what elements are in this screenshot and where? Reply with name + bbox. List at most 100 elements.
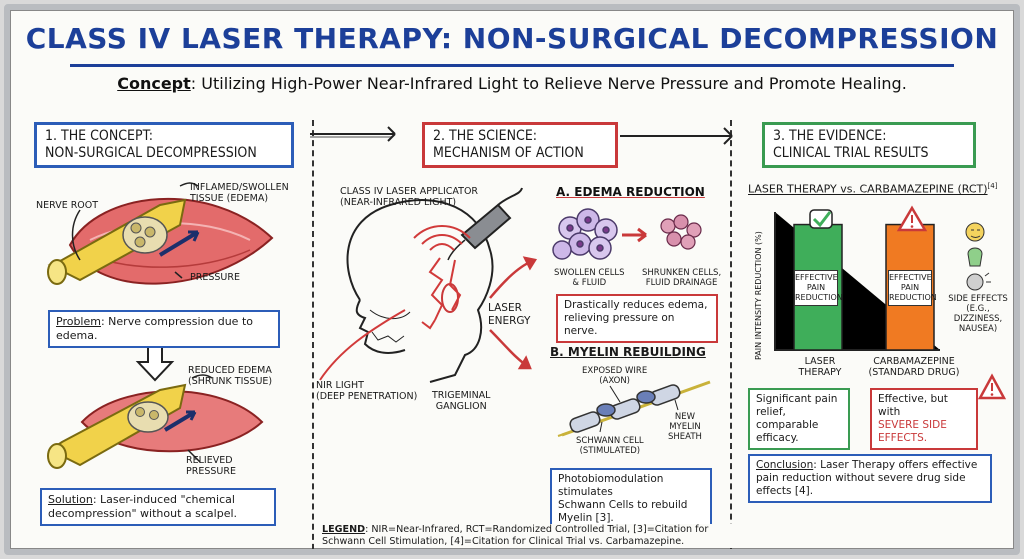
legend-line1: : NIR=Near-Infrared, RCT=Randomized Cont… bbox=[365, 524, 709, 535]
edema-box: Drastically reduces edema, relieving pre… bbox=[556, 294, 718, 343]
shrink-arrow bbox=[622, 227, 647, 243]
myelin-box-line2: Schwann Cells to rebuild bbox=[558, 499, 688, 511]
label-relieved-pressure: RELIEVED PRESSURE bbox=[186, 455, 236, 477]
label-trigeminal-line2: GANGLION bbox=[435, 401, 487, 412]
legend: LEGEND: NIR=Near-Infrared, RCT=Randomize… bbox=[322, 524, 732, 548]
problem-box: Problem: Nerve compression due to edema. bbox=[48, 310, 280, 348]
panel2-heading-line2: MECHANISM OF ACTION bbox=[433, 145, 584, 161]
side-effect-nausea-icon bbox=[967, 247, 983, 267]
label-nir-line1: NIR LIGHT bbox=[316, 380, 364, 391]
conclusion-box: Conclusion: Laser Therapy offers effecti… bbox=[748, 454, 992, 503]
panel3-heading: 3. THE EVIDENCE: CLINICAL TRIAL RESULTS bbox=[762, 122, 976, 168]
conclusion-line2: pain reduction without severe drug side bbox=[756, 472, 966, 484]
label-inflamed-line1: INFLAMED/SWOLLEN bbox=[190, 182, 289, 193]
laser-box-line3: efficacy. bbox=[756, 432, 799, 444]
myelin-box: Photobiomodulation stimulates Schwann Ce… bbox=[550, 468, 712, 530]
title-underline bbox=[70, 64, 954, 67]
solution-label: Solution bbox=[48, 493, 93, 506]
concept-label: Concept bbox=[117, 74, 191, 93]
myelin-box-line1: Photobiomodulation stimulates bbox=[558, 473, 664, 498]
carb-box-line2: SEVERE SIDE bbox=[878, 419, 947, 431]
chart-ylabel: PAIN INTENSITY REDUCTION (%) bbox=[754, 231, 763, 360]
label-relieved-line2: PRESSURE bbox=[186, 466, 236, 477]
category-carb-line1: CARBAMAZEPINE bbox=[873, 356, 955, 367]
shrunken-cells-illustration bbox=[660, 214, 702, 250]
label-new-myelin: NEW MYELIN SHEATH bbox=[668, 412, 702, 442]
divider-1 bbox=[312, 120, 314, 549]
label-new-myelin-line2: MYELIN bbox=[669, 422, 701, 432]
label-exposed-line1: EXPOSED WIRE bbox=[582, 366, 648, 376]
label-side-effects-line2: (E.G., DIZZINESS, bbox=[953, 304, 1003, 324]
page-title: CLASS IV LASER THERAPY: NON-SURGICAL DEC… bbox=[25, 22, 999, 55]
arrow-panel2-to-3 bbox=[620, 127, 733, 145]
label-applicator: CLASS IV LASER APPLICATOR (NEAR-INFRARED… bbox=[340, 186, 478, 208]
divider-2 bbox=[730, 120, 732, 549]
problem-label: Problem bbox=[56, 315, 101, 328]
category-laser: LASER THERAPY bbox=[794, 356, 846, 378]
label-shrunken-line2: FLUID DRAINAGE bbox=[645, 278, 718, 288]
label-side-effects: SIDE EFFECTS (E.G., DIZZINESS, NAUSEA) bbox=[946, 294, 1010, 334]
edema-box-line1: Drastically reduces edema, bbox=[564, 299, 708, 311]
bar-label-carb-line2: PAIN bbox=[900, 283, 920, 292]
laser-energy-arrows bbox=[489, 256, 538, 370]
check-icon bbox=[809, 209, 833, 229]
label-exposed-line2: (AXON) bbox=[599, 376, 630, 386]
label-exposed-wire: EXPOSED WIRE (AXON) bbox=[582, 366, 647, 386]
label-pressure: PRESSURE bbox=[190, 272, 240, 283]
arrow-panel1-to-2 bbox=[310, 126, 396, 142]
label-nir-light: NIR LIGHT (DEEP PENETRATION) bbox=[316, 380, 417, 402]
panel3-heading-line2: CLINICAL TRIAL RESULTS bbox=[773, 145, 929, 161]
label-new-myelin-line3: SHEATH bbox=[668, 432, 702, 442]
carb-box-line3: EFFECTS. bbox=[878, 432, 928, 444]
chart-title-text: LASER THERAPY vs. CARBAMAZEPINE (RCT) bbox=[748, 182, 988, 196]
panel1-heading: 1. THE CONCEPT: NON-SURGICAL DECOMPRESSI… bbox=[34, 122, 294, 168]
label-inflamed-line2: TISSUE (EDEMA) bbox=[190, 193, 269, 204]
label-reduced-line1: REDUCED EDEMA bbox=[188, 365, 272, 376]
panel2-heading: 2. THE SCIENCE: MECHANISM OF ACTION bbox=[422, 122, 618, 168]
label-applicator-line1: CLASS IV LASER APPLICATOR bbox=[340, 186, 479, 197]
warning-icon-carb-box bbox=[977, 373, 1007, 400]
solution-line1: : Laser-induced "chemical bbox=[92, 493, 235, 506]
laser-result-box: Significant pain relief, comparable effi… bbox=[748, 388, 850, 450]
category-laser-line1: LASER bbox=[804, 356, 836, 367]
label-swollen-line1: SWOLLEN CELLS bbox=[554, 268, 625, 278]
label-trigeminal: TRIGEMINAL GANGLION bbox=[432, 390, 490, 412]
label-trigeminal-line1: TRIGEMINAL bbox=[432, 390, 491, 401]
label-shrunken: SHRUNKEN CELLS, FLUID DRAINAGE bbox=[642, 268, 721, 288]
label-laser-energy-line2: ENERGY bbox=[488, 315, 531, 327]
label-laser-energy: LASER ENERGY bbox=[488, 302, 530, 328]
label-swollen: SWOLLEN CELLS & FLUID bbox=[554, 268, 625, 288]
category-carb: CARBAMAZEPINE (STANDARD DRUG) bbox=[866, 356, 962, 378]
label-schwann-line2: (STIMULATED) bbox=[579, 446, 641, 456]
laser-box-line1: Significant pain bbox=[756, 393, 838, 405]
panel1-heading-line1: 1. THE CONCEPT: bbox=[45, 128, 154, 144]
label-shrunken-line1: SHRUNKEN CELLS, bbox=[642, 268, 722, 278]
legend-line2: Schwann Cell Stimulation, [4]=Citation f… bbox=[322, 536, 685, 547]
label-reduced-edema: REDUCED EDEMA (SHRUNK TISSUE) bbox=[188, 365, 272, 387]
concept-text: : Utilizing High-Power Near-Infrared Lig… bbox=[190, 74, 907, 93]
carb-box-line1: Effective, but with bbox=[878, 393, 948, 418]
label-laser-energy-line1: LASER bbox=[488, 302, 522, 314]
inflamed-muscle-illustration bbox=[47, 182, 274, 285]
bar-label-laser: EFFECTIVE PAIN REDUCTION bbox=[794, 270, 843, 306]
myelin-illustration bbox=[557, 380, 711, 437]
side-effect-dizzy-icon bbox=[965, 222, 985, 242]
category-carb-line2: (STANDARD DRUG) bbox=[868, 367, 960, 378]
panel2-heading-line1: 2. THE SCIENCE: bbox=[433, 128, 538, 144]
bar-label-carb-line3: REDUCTION bbox=[889, 293, 937, 302]
label-inflamed: INFLAMED/SWOLLEN TISSUE (EDEMA) bbox=[190, 182, 289, 204]
laser-box-line2: relief, comparable bbox=[756, 406, 819, 431]
warning-icon-chart bbox=[896, 205, 928, 232]
conclusion-line1: : Laser Therapy offers effective bbox=[813, 459, 978, 471]
diagram-art bbox=[47, 126, 1007, 469]
edema-box-line2: relieving pressure on nerve. bbox=[564, 312, 675, 337]
myelin-heading: B. MYELIN REBUILDING bbox=[550, 345, 706, 359]
problem-text: : Nerve compression due to edema. bbox=[56, 315, 253, 342]
label-side-effects-line3: NAUSEA) bbox=[958, 324, 998, 334]
laser-applicator bbox=[447, 187, 523, 261]
bar-label-carb-line1: EFFECTIVE bbox=[889, 273, 932, 282]
myelin-box-line3: Myelin [3]. bbox=[558, 512, 614, 524]
carb-result-box: Effective, but with SEVERE SIDE EFFECTS. bbox=[870, 388, 978, 450]
panel1-heading-line2: NON-SURGICAL DECOMPRESSION bbox=[45, 145, 257, 161]
category-laser-line2: THERAPY bbox=[798, 367, 842, 378]
